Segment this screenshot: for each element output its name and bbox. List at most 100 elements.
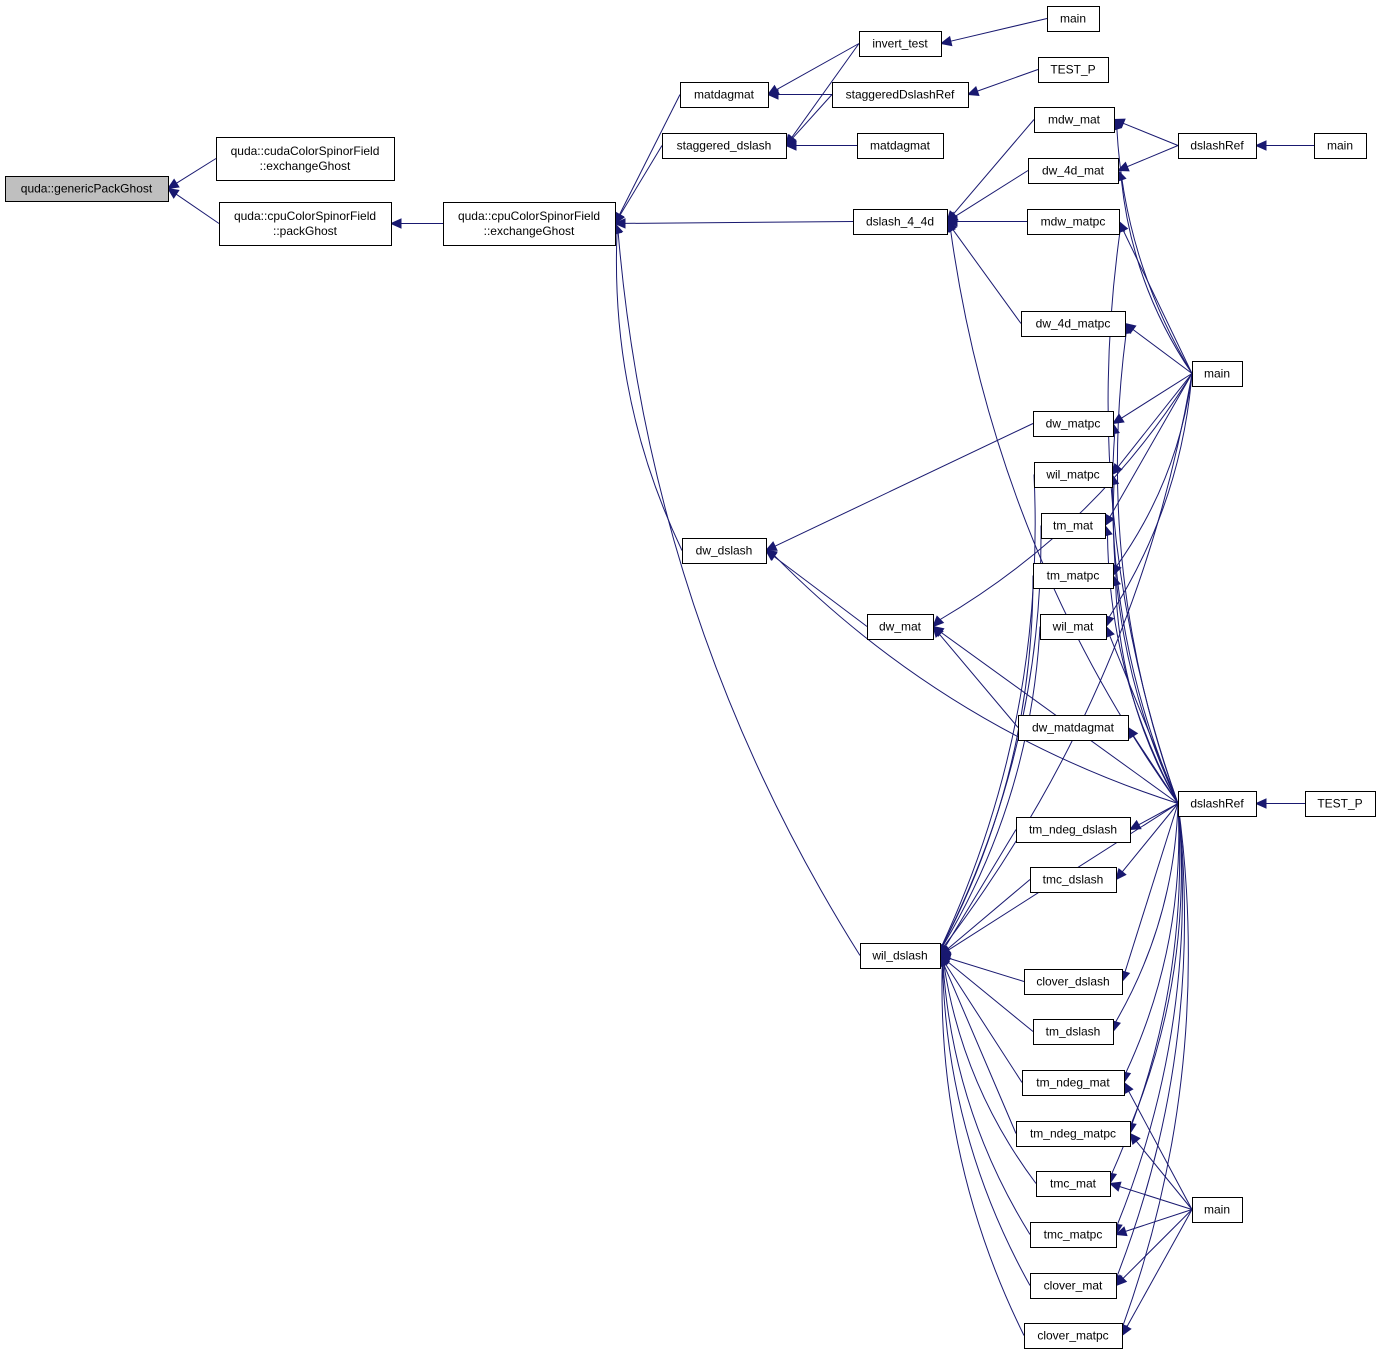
node-box	[219, 202, 392, 246]
node-tmc-mat[interactable]: tmc_mat	[1036, 1171, 1111, 1197]
edge-dw-dslash-to-cpu-exch	[611, 222, 683, 551]
edge-main4-to-clover-mat	[1115, 1209, 1193, 1287]
node-tm-ndeg-dslash[interactable]: tm_ndeg_dslash	[1016, 817, 1131, 843]
edge-line	[1108, 373, 1193, 618]
node-box	[662, 133, 787, 159]
node-box	[1192, 1197, 1243, 1223]
node-box	[860, 943, 941, 969]
node-label: tmc_dslash	[1043, 873, 1104, 887]
node-wil-dslash[interactable]: wil_dslash	[860, 943, 941, 969]
node-stagRef[interactable]: staggeredDslashRef	[832, 82, 969, 108]
edge-dw-matpc-to-dw-dslash	[764, 423, 1034, 552]
node-dw-mat[interactable]: dw_mat	[867, 614, 934, 640]
arrowhead-icon	[613, 218, 626, 229]
node-box	[1033, 563, 1114, 589]
node-clover-matpc[interactable]: clover_matpc	[1024, 1323, 1123, 1349]
edge-clover-matpc-to-wil-dslash	[937, 954, 1025, 1336]
node-label: dslashRef	[1190, 797, 1244, 811]
edge-line	[942, 626, 1041, 947]
arrowhead-icon	[764, 541, 778, 552]
node-label: invert_test	[872, 37, 928, 51]
node-cpu-pack[interactable]: quda::cpuColorSpinorField::packGhost	[219, 202, 392, 246]
edge-line	[1135, 1140, 1193, 1210]
node-clover-dslash[interactable]: clover_dslash	[1024, 969, 1123, 995]
node-matdagmat2[interactable]: matdagmat	[857, 133, 944, 159]
node-wil-mat[interactable]: wil_mat	[1040, 614, 1107, 640]
node-tm-mat[interactable]: tm_mat	[1041, 513, 1106, 539]
arrowhead-icon	[389, 218, 402, 229]
edge-stagRef-to-matdagmat1	[766, 89, 832, 100]
arrowhead-icon	[939, 35, 953, 47]
edge-line	[947, 961, 1034, 1032]
node-testp1[interactable]: TEST_P	[1038, 57, 1109, 83]
node-main4[interactable]: main	[1192, 1197, 1243, 1223]
edge-line	[1124, 803, 1179, 973]
edge-tmc-dslash-to-wil-dslash	[939, 879, 1031, 957]
node-tmc-matpc[interactable]: tmc_matpc	[1030, 1222, 1117, 1248]
node-dslashRef1[interactable]: dslashRef	[1178, 133, 1257, 159]
edge-line	[1116, 129, 1193, 374]
edge-wil-dslash-to-cpu-exch	[613, 222, 861, 956]
edge-cpu-exch-to-cpu-pack	[389, 218, 443, 229]
node-main3[interactable]: main	[1192, 361, 1243, 387]
arrowhead-icon	[932, 625, 945, 637]
node-box	[1047, 6, 1100, 32]
edge-line	[1109, 635, 1179, 804]
edge-stag-dslash-to-cpu-exch	[614, 145, 663, 225]
caller-nodes: quda::genericPackGhost quda::cudaColorSpi…	[5, 6, 1376, 1349]
node-dw-4d-matpc[interactable]: dw_4d_matpc	[1021, 311, 1126, 337]
node-mdw-mat[interactable]: mdw_mat	[1034, 107, 1115, 133]
node-dw-matpc[interactable]: dw_matpc	[1033, 411, 1114, 437]
arrowhead-icon	[1111, 463, 1123, 476]
node-stag-dslash[interactable]: staggered_dslash	[662, 133, 787, 159]
node-box	[867, 614, 934, 640]
node-box	[853, 209, 948, 235]
edge-line	[1125, 803, 1180, 1073]
arrowhead-icon	[1254, 798, 1267, 809]
node-label: tm_ndeg_dslash	[1029, 823, 1117, 837]
edge-line	[977, 69, 1039, 92]
node-testp2[interactable]: TEST_P	[1305, 791, 1376, 817]
edge-dw-4d-mat-to-dslash44d	[945, 170, 1029, 223]
node-matdagmat1[interactable]: matdagmat	[680, 82, 769, 108]
edge-dw-matdagmat-to-dw-mat	[932, 625, 1019, 728]
node-main1[interactable]: main	[1047, 6, 1100, 32]
node-wil-matpc[interactable]: wil_matpc	[1034, 462, 1113, 488]
arrowhead-icon	[932, 615, 945, 628]
node-cpu-exch[interactable]: quda::cpuColorSpinorField::exchangeGhost	[443, 202, 616, 246]
node-mdw-matpc[interactable]: mdw_matpc	[1027, 209, 1120, 235]
node-dw-dslash[interactable]: dw_dslash	[682, 538, 767, 564]
node-label: tm_mat	[1053, 519, 1094, 533]
edge-line	[1117, 373, 1193, 468]
node-label: clover_mat	[1044, 1279, 1103, 1293]
edge-main3-to-dw-mat	[932, 373, 1193, 628]
node-main2[interactable]: main	[1314, 133, 1367, 159]
arrowhead-icon	[1111, 413, 1125, 425]
edge-line	[1123, 122, 1179, 146]
node-root[interactable]: quda::genericPackGhost	[5, 176, 169, 202]
edge-main3-to-mdw-matpc	[1118, 220, 1193, 374]
node-dw-matdagmat[interactable]: dw_matdagmat	[1018, 715, 1129, 741]
node-clover-mat[interactable]: clover_mat	[1030, 1273, 1117, 1299]
arrowhead-icon	[1121, 1323, 1132, 1337]
node-dslash44d[interactable]: dslash_4_4d	[853, 209, 948, 235]
node-box	[1033, 1019, 1114, 1045]
edge-dslashRef2-to-tmc-dslash	[1115, 803, 1179, 881]
node-tm-ndeg-mat[interactable]: tm_ndeg_mat	[1022, 1070, 1125, 1096]
arrowhead-icon	[966, 86, 980, 96]
edge-line	[1115, 803, 1179, 1023]
edge-main3-to-wil-matpc	[1111, 373, 1193, 476]
edge-line	[619, 94, 681, 215]
node-label: matdagmat	[870, 139, 931, 153]
node-tmc-dslash[interactable]: tmc_dslash	[1030, 867, 1117, 893]
node-tm-dslash[interactable]: tm_dslash	[1033, 1019, 1114, 1045]
node-box	[1036, 1171, 1111, 1197]
node-dw-4d-mat[interactable]: dw_4d_mat	[1028, 158, 1119, 184]
node-box	[1314, 133, 1367, 159]
edge-main1-to-invert-test	[939, 18, 1048, 47]
node-dslashRef2[interactable]: dslashRef	[1178, 791, 1257, 817]
node-tm-ndeg-matpc[interactable]: tm_ndeg_matpc	[1016, 1121, 1131, 1147]
node-cuda-exch[interactable]: quda::cudaColorSpinorField::exchangeGhos…	[216, 137, 395, 181]
node-invert-test[interactable]: invert_test	[859, 31, 942, 57]
node-tm-matpc[interactable]: tm_matpc	[1033, 563, 1114, 589]
